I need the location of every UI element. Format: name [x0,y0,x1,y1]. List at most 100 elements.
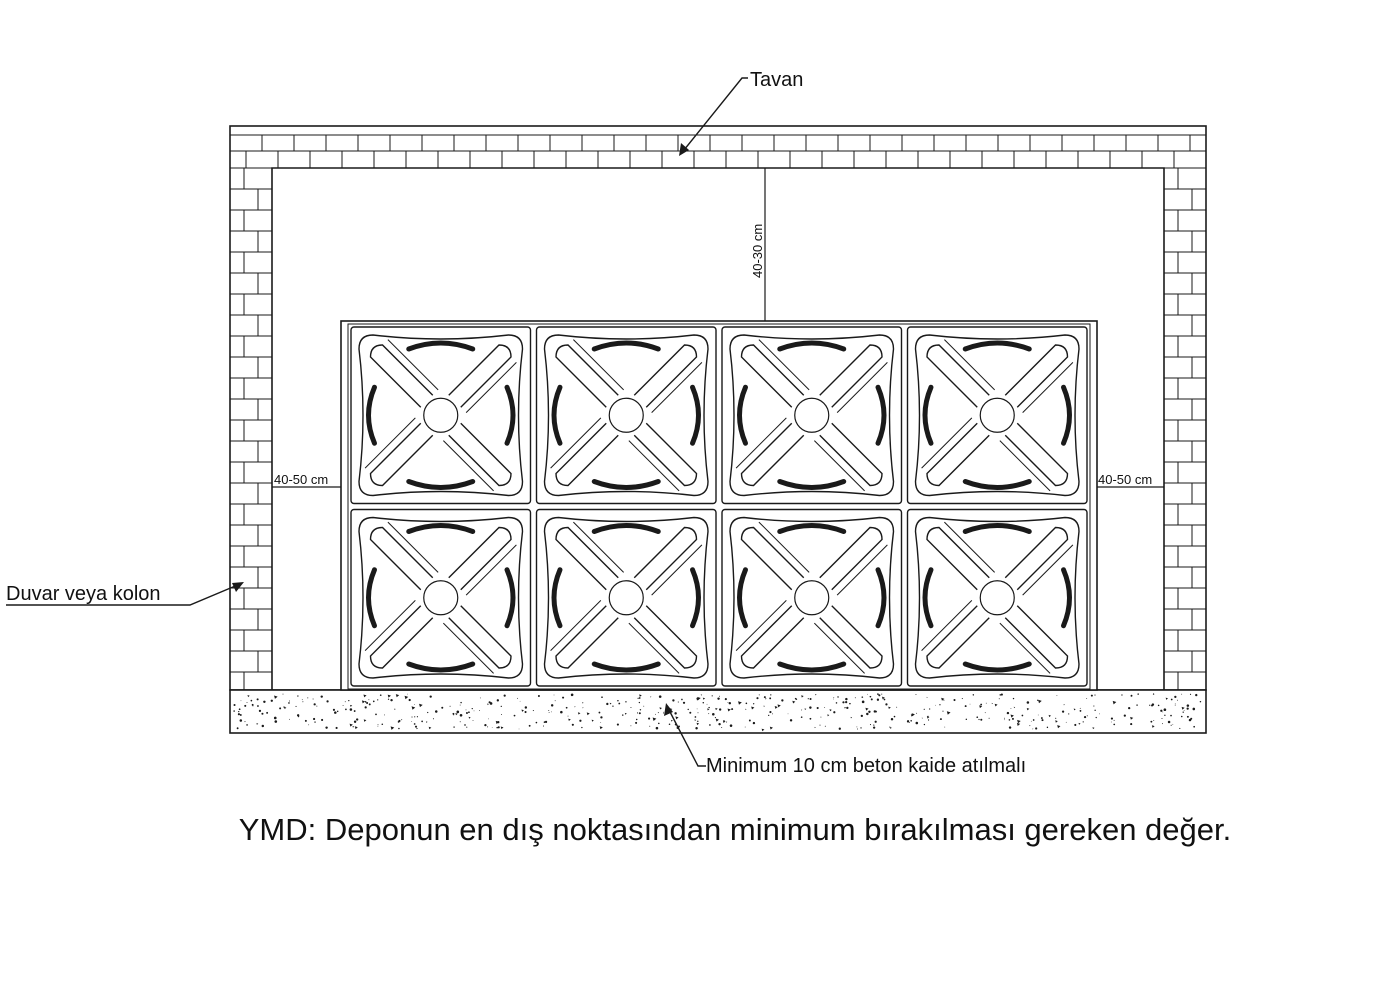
panel-center [979,397,1015,433]
concrete-speckle [909,722,910,724]
concrete-speckle [819,724,821,726]
concrete-speckle [728,701,732,705]
concrete-speckle [1079,707,1081,709]
concrete-speckle [273,716,277,720]
concrete-speckle [250,699,253,702]
concrete-speckle [274,695,278,699]
concrete-speckle [449,705,451,707]
concrete-speckle [979,705,983,709]
concrete-speckle [244,721,246,723]
concrete-speckle [857,728,858,730]
concrete-speckle [923,708,925,710]
concrete-speckle [1113,723,1116,726]
panel-rib-edge [442,440,494,492]
concrete-speckle [270,699,273,702]
panel-frame [535,508,717,687]
panel-plate [543,334,709,497]
concrete-speckle [985,702,987,704]
concrete-speckle [414,704,415,706]
concrete-speckle [352,725,355,728]
concrete-speckle [377,724,379,726]
concrete-speckle [1004,719,1005,721]
concrete-speckle [487,703,489,706]
concrete-speckle [1121,694,1123,696]
concrete-speckle [648,717,651,720]
concrete-speckle [724,698,727,701]
concrete-speckle [1032,719,1035,721]
concrete-speckle [366,702,369,705]
concrete-speckle [353,710,356,712]
concrete-speckle [612,705,614,707]
concrete-speckle [577,712,581,715]
concrete-speckle [638,712,641,715]
concrete-speckle [650,696,652,698]
concrete-speckle [804,708,807,711]
concrete-speckle [1055,720,1058,723]
panel-rib [926,605,990,669]
panel-slot [737,384,748,446]
concrete-speckle [801,695,804,698]
concrete-speckle [334,711,337,714]
panel-rib-edge [758,521,810,573]
panel-rib-edge [836,362,888,414]
concrete-speckle [582,707,584,709]
concrete-speckle [888,706,891,710]
concrete-speckle [772,713,774,715]
concrete-speckle [658,722,660,725]
concrete-speckle [658,695,662,698]
concrete-speckle [361,700,366,704]
concrete-speckle [1083,715,1087,719]
concrete-speckle [1151,725,1155,728]
panel-rib [633,344,698,408]
panel-slot [366,567,377,629]
concrete-speckle [1012,697,1015,700]
concrete-speckle [404,695,409,700]
concrete-speckle [700,694,703,696]
concrete-speckle [639,694,642,697]
concrete-speckle [801,709,803,711]
concrete-speckle [532,709,534,712]
concrete-speckle [246,724,248,726]
panel-frame [906,508,1088,687]
panel-rib-edge [550,599,602,651]
concrete-speckle [1079,709,1082,712]
gap-top-label: 40-30 cm [750,224,765,278]
concrete-speckle [496,726,498,729]
concrete-speckle [890,718,894,721]
concrete-speckle [1195,693,1198,697]
concrete-speckle [342,705,344,706]
concrete-speckle [1008,726,1012,729]
concrete-speckle [874,720,877,723]
concrete-speckle [635,721,638,724]
concrete-speckle [302,701,304,703]
base-label: Minimum 10 cm beton kaide atılmalı [706,755,1026,777]
panel-center [794,397,830,433]
concrete-speckle [961,697,963,700]
panel-slot [777,523,847,534]
concrete-speckle [256,698,259,701]
concrete-speckle [630,725,632,727]
concrete-speckle [1160,709,1163,712]
concrete-speckle [1181,706,1185,710]
concrete-speckle [860,714,863,718]
panel-rib [448,605,512,669]
concrete-speckle [1094,694,1096,696]
concrete-speckle [707,708,710,711]
concrete-speckle [1082,721,1084,723]
concrete-speckle [606,702,609,706]
panel-rib [926,344,990,408]
concrete-speckle [697,720,699,723]
concrete-speckle [709,724,711,726]
leader-arrowheads [232,143,689,716]
concrete-speckle [748,719,751,722]
concrete-speckle [809,698,812,701]
concrete-speckle [769,697,772,700]
panel-slot [962,523,1032,534]
concrete-speckle [524,711,527,714]
panel-rib-edge [387,339,439,391]
panel-center [794,580,830,616]
concrete-speckle [636,712,639,714]
panel-rib [448,344,512,408]
concrete-speckle [413,723,416,725]
concrete-speckle [372,700,375,703]
